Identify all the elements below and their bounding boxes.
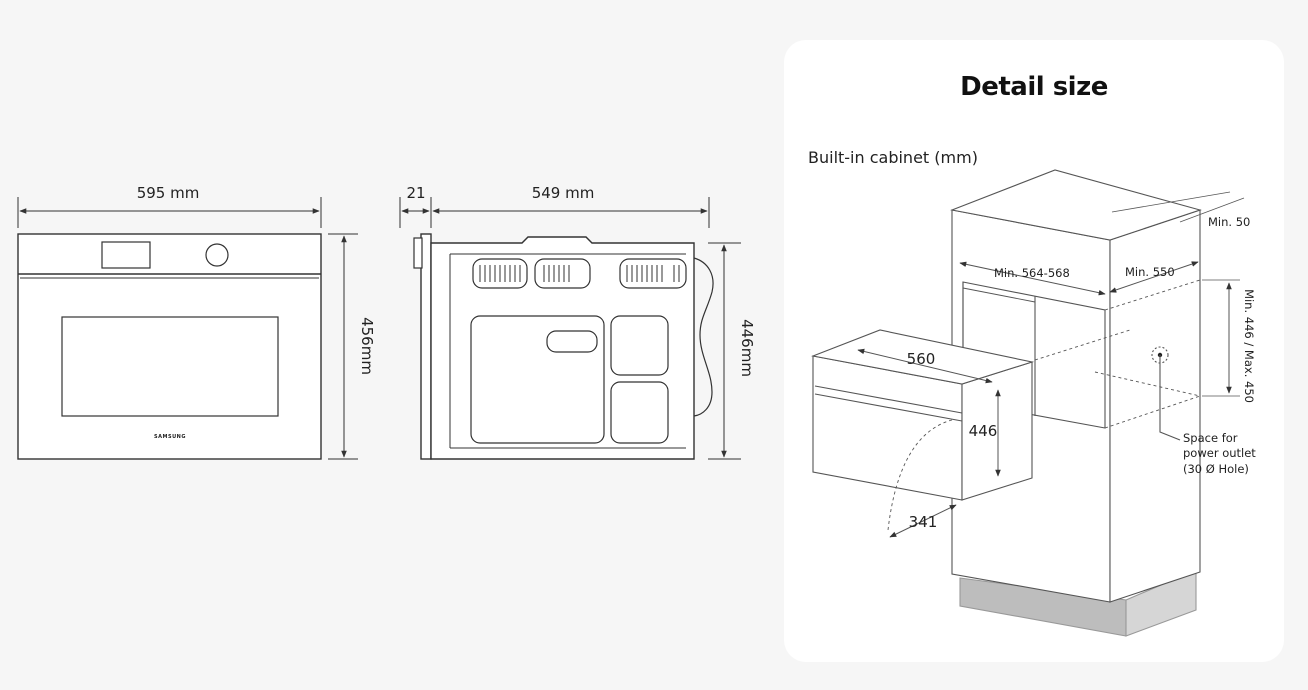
door-swing-label: 341 [909,513,938,531]
outlet-label-line3: (30 Ø Hole) [1183,462,1249,476]
min-width-label: Min. 564-568 [994,266,1070,280]
front-view-oven [17,197,358,460]
front-view-brand-logo: SAMSUNG [154,434,186,440]
built-in-cabinet-label: Built-in cabinet (mm) [808,148,978,167]
detail-oven-drawing [811,329,1035,538]
height-range-label: Min. 446 / Max. 450 [1242,289,1256,403]
front-width-label: 595 mm [137,184,200,202]
side-depth-label: 549 mm [532,184,595,202]
outlet-label-line1: Space for [1183,431,1238,445]
side-view-oven [399,197,741,460]
front-height-label: 456mm [358,317,376,375]
oven-width-label: 560 [907,350,936,368]
oven-height-label: 446 [969,422,998,440]
min-depth-label: Min. 550 [1125,265,1175,279]
outlet-label-line2: power outlet [1183,446,1256,460]
detail-size-title: Detail size [960,72,1108,102]
side-front-depth-label: 21 [406,184,425,202]
min-top-gap-label: Min. 50 [1208,215,1250,229]
side-height-label: 446mm [738,319,756,377]
